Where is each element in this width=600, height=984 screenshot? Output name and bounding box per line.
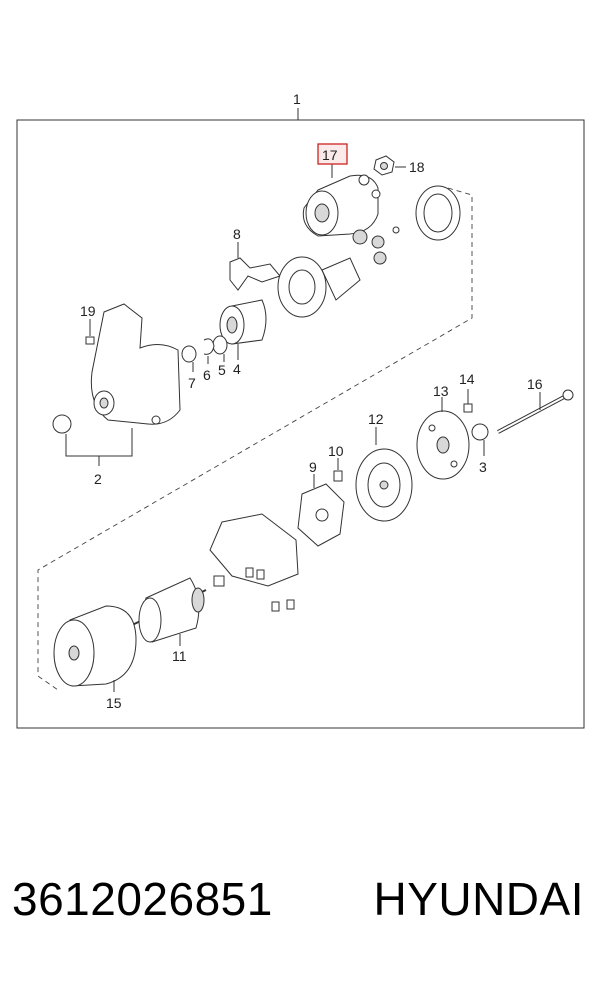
- part-nut[interactable]: [373, 155, 395, 176]
- callout-11[interactable]: 11: [172, 648, 187, 664]
- callout-18[interactable]: 18: [409, 159, 425, 175]
- callout-9[interactable]: 9: [309, 459, 317, 475]
- part-front-housing[interactable]: [90, 303, 181, 425]
- part-number: 3612026851: [12, 873, 273, 925]
- callout-6[interactable]: 6: [203, 367, 211, 383]
- part-armature[interactable]: [129, 577, 207, 643]
- callout-15[interactable]: 15: [106, 695, 122, 711]
- callout-3[interactable]: 3: [479, 459, 487, 475]
- part-drive-lever[interactable]: [229, 257, 281, 291]
- callout-7[interactable]: 7: [188, 375, 196, 391]
- callout-19[interactable]: 19: [80, 303, 96, 319]
- callout-2[interactable]: 2: [94, 471, 102, 487]
- callout-1[interactable]: 1: [293, 91, 301, 107]
- alignment-dashed-path: [37, 187, 473, 691]
- part-yoke[interactable]: [53, 605, 137, 687]
- callout-16[interactable]: 16: [527, 376, 543, 392]
- leader-2: [65, 428, 133, 457]
- callout-10[interactable]: 10: [328, 443, 344, 459]
- callout-12[interactable]: 12: [368, 411, 384, 427]
- callout-13[interactable]: 13: [433, 383, 449, 399]
- part-through-bolt[interactable]: [497, 389, 574, 434]
- callout-8[interactable]: 8: [233, 226, 241, 242]
- part-rear-bracket[interactable]: [416, 410, 470, 480]
- part-insulator-plate[interactable]: [297, 483, 345, 547]
- brand-name: HYUNDAI: [373, 873, 584, 925]
- part-gear-cover[interactable]: [415, 185, 461, 241]
- part-bushing-rear[interactable]: [52, 414, 72, 434]
- callout-17[interactable]: 17: [322, 147, 338, 163]
- part-clutch[interactable]: [219, 299, 267, 345]
- part-small-gears: [352, 226, 400, 265]
- part-bushing-front[interactable]: [181, 345, 197, 363]
- part-solenoid[interactable]: [302, 174, 381, 237]
- part-snap-ring[interactable]: [203, 338, 215, 355]
- part-bolt-19[interactable]: [85, 336, 95, 345]
- part-brush-cover[interactable]: [355, 448, 413, 522]
- callout-14[interactable]: 14: [459, 371, 475, 387]
- part-plug-10[interactable]: [333, 470, 343, 482]
- part-stop-ring[interactable]: [212, 335, 228, 355]
- callout-4[interactable]: 4: [233, 361, 241, 377]
- assembly-frame: [16, 119, 585, 729]
- part-gear-housing[interactable]: [277, 256, 361, 318]
- part-screw-14[interactable]: [463, 403, 473, 413]
- part-brush-holder: [209, 513, 299, 612]
- callout-5[interactable]: 5: [218, 362, 226, 378]
- highlight-box-17: [317, 143, 348, 165]
- footer-caption: 3612026851 HYUNDAI: [0, 872, 600, 952]
- part-bushing-3[interactable]: [471, 423, 489, 441]
